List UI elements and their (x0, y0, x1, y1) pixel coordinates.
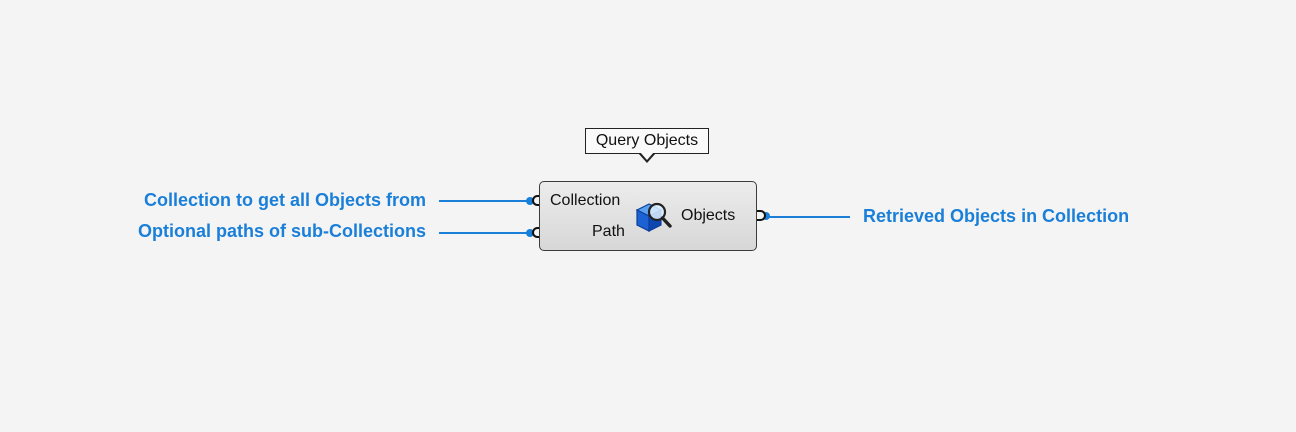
objects-output-description: Retrieved Objects in Collection (863, 206, 1130, 226)
cube-search-icon (635, 202, 672, 232)
objects-leader-dot (762, 212, 770, 220)
collection-leader-dot (526, 197, 534, 205)
collection-input-param[interactable]: Collection (550, 192, 621, 209)
collection-input-description: Collection to get all Objects from (143, 190, 426, 210)
path-leader-line (439, 232, 531, 234)
path-input-grip[interactable] (532, 227, 541, 238)
query-objects-component[interactable]: Collection Path Objects (539, 181, 757, 251)
objects-output-grip[interactable] (757, 210, 766, 221)
objects-leader-line (766, 216, 850, 218)
path-input-description: Optional paths of sub-Collections (138, 221, 426, 241)
collection-input-grip[interactable] (532, 195, 541, 206)
component-name-tooltip: Query Objects (585, 128, 709, 154)
objects-output-param[interactable]: Objects (681, 207, 736, 224)
collection-leader-line (439, 200, 531, 202)
tooltip-pointer-fill (640, 152, 654, 160)
path-input-param[interactable]: Path (592, 223, 625, 240)
path-leader-dot (526, 229, 534, 237)
